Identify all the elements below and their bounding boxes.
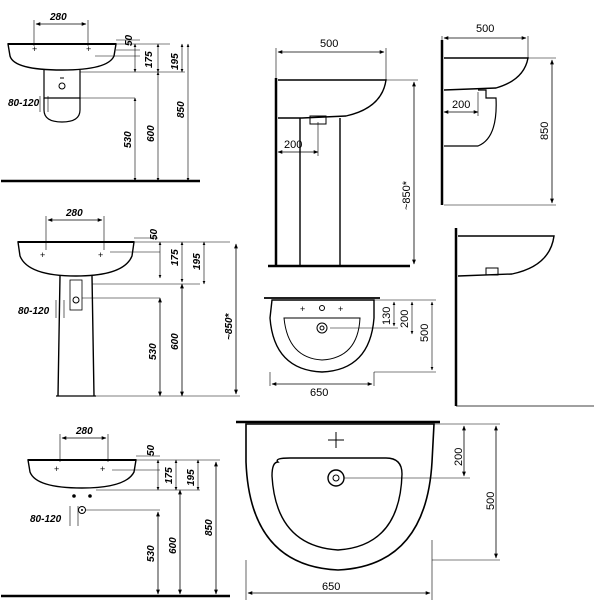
width-label: 280 xyxy=(65,208,83,219)
svg-text:+: + xyxy=(98,250,103,260)
dim-175: 175 xyxy=(144,51,155,68)
depth-label: 500 xyxy=(320,38,338,50)
waste-range: 80-120 xyxy=(8,98,40,109)
plan-view-large: 200 500 650 xyxy=(236,420,500,600)
dim-530: 530 xyxy=(148,343,159,360)
dim-530: 530 xyxy=(123,131,134,148)
height-label: 850 xyxy=(539,122,551,140)
side-view-wall-hung: 500 200 850 xyxy=(440,23,556,206)
dim-130: 130 xyxy=(381,307,393,325)
width-label: 280 xyxy=(75,426,93,437)
dim-600: 600 xyxy=(168,537,179,554)
outlet-label: 200 xyxy=(452,99,470,111)
side-view-wall-plain xyxy=(454,228,594,407)
width-label: 650 xyxy=(322,581,340,593)
dim-200: 200 xyxy=(453,448,465,466)
svg-text:+: + xyxy=(86,44,91,54)
front-view-top: + + 280 50 175 195 80-120 530 600 850 xyxy=(1,12,200,183)
plan-view-small: + + 130 200 500 650 xyxy=(264,297,436,399)
dim-175: 175 xyxy=(164,467,175,484)
depth-label: 500 xyxy=(485,492,497,510)
height-label: ~850* xyxy=(401,180,413,210)
outlet-label: 200 xyxy=(284,139,302,151)
svg-text:+: + xyxy=(300,304,305,314)
dim-200: 200 xyxy=(399,310,411,328)
front-view-middle: + + 280 50 175 195 80-120 530 600 ~850* xyxy=(17,208,240,397)
rim-height: 50 xyxy=(124,34,135,46)
dim-600: 600 xyxy=(170,333,181,350)
rim-height: 50 xyxy=(146,444,157,456)
dim-530: 530 xyxy=(146,545,157,562)
dim-850: 850 xyxy=(176,101,187,118)
dim-850: 850 xyxy=(204,519,215,536)
dim-600: 600 xyxy=(146,125,157,142)
waste-range: 80-120 xyxy=(30,514,62,525)
svg-text:+: + xyxy=(32,44,37,54)
dim-195: 195 xyxy=(186,469,197,486)
rim-height: 50 xyxy=(149,228,160,240)
height-label: ~850* xyxy=(224,312,235,340)
side-view-pedestal: 500 200 ~850* xyxy=(268,38,418,268)
dim-195: 195 xyxy=(192,253,203,270)
width-label: 280 xyxy=(49,12,67,23)
dim-175: 175 xyxy=(170,249,181,266)
width-label: 650 xyxy=(310,387,328,399)
svg-text:+: + xyxy=(40,250,45,260)
depth-label: 500 xyxy=(419,324,431,342)
front-view-bottom: + + 280 50 175 195 80-120 530 600 850 xyxy=(1,426,230,598)
waste-range: 80-120 xyxy=(18,306,50,317)
svg-text:+: + xyxy=(54,464,59,474)
depth-label: 500 xyxy=(476,23,494,35)
svg-text:+: + xyxy=(338,304,343,314)
svg-text:+: + xyxy=(100,464,105,474)
dim-195: 195 xyxy=(170,53,181,70)
